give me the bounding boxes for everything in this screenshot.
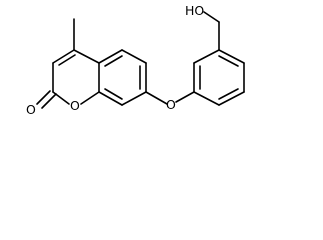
ring-bond-3	[218, 49, 245, 64]
carbonyl-bond-outer	[36, 90, 51, 105]
ether-bond-left	[145, 91, 168, 105]
aromatic-inner-bond-5	[218, 55, 239, 67]
bond-c8-c8a	[98, 91, 123, 106]
pyranone-ring	[52, 49, 100, 105]
ether-oxygen-label: O	[166, 97, 176, 112]
ring-bond-6	[193, 91, 220, 106]
carbonyl-group	[36, 90, 57, 109]
ether-bond-right	[175, 91, 195, 103]
ring-bond-5	[218, 91, 245, 106]
bond-o1-c8a	[80, 91, 100, 105]
ch2-oh-bond	[203, 11, 220, 23]
hydroxymethyl-group	[203, 11, 220, 51]
chemical-structure-diagram: HO O O O	[26, 3, 245, 117]
fused-benzene-ring	[98, 49, 147, 106]
carbonyl-bond-inner	[41, 93, 57, 109]
ring-bond-2	[193, 49, 220, 64]
aromatic-inner-bond-6	[218, 88, 239, 100]
bond-c4a-c5	[98, 49, 123, 64]
bond-c5-c6	[121, 49, 147, 64]
aromatic-inner-bond-3	[104, 88, 123, 100]
lactone-ring-oxygen-label: O	[70, 98, 80, 113]
hydroxyl-label: HO	[185, 3, 204, 18]
bond-c4-c3	[52, 49, 75, 64]
aromatic-inner-bond-1	[104, 55, 123, 67]
bond-c7-c8	[121, 91, 147, 106]
carbonyl-oxygen-label: O	[26, 102, 36, 117]
pendant-benzene-ring	[193, 49, 245, 106]
ether-linkage	[145, 91, 195, 105]
bond-c4a-c4	[73, 49, 100, 64]
bond-c3-c4-double	[58, 54, 76, 66]
